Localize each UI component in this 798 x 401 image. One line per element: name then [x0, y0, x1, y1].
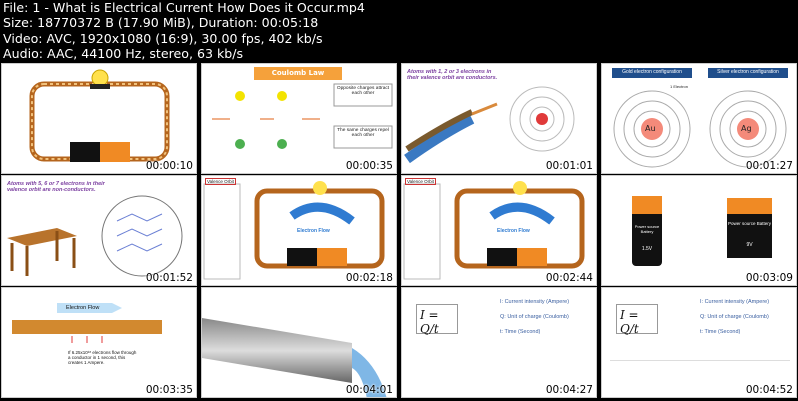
non-conductor-caption: Atoms with 5, 6 or 7 electrons in their …: [7, 181, 105, 193]
file-info-header: File: 1 - What is Electrical Current How…: [3, 0, 798, 62]
timestamp: 00:02:18: [345, 272, 393, 284]
thumbnail-grid: 00:00:10 Coulomb Law Opposite charges at…: [1, 63, 797, 399]
battery-1-label: Power source Battery: [634, 224, 660, 234]
same-charges-note: The same charges repel each other: [337, 128, 389, 138]
thumbnail-12[interactable]: I = Q/t I: Current intensity (Ampere) Q:…: [601, 287, 797, 398]
valence-orbit-tag: Valence Orbit: [205, 178, 236, 185]
thumbnail-10[interactable]: 00:04:01: [201, 287, 397, 398]
gold-symbol: Au: [645, 124, 656, 133]
batteries-illustration: [632, 196, 772, 266]
silver-symbol: Ag: [741, 124, 752, 133]
worked-equation: [610, 360, 790, 361]
file-name: File: 1 - What is Electrical Current How…: [3, 0, 365, 15]
one-electron-label: 1 Electron: [670, 84, 689, 89]
legend-charge: Q: Unit of charge (Coulomb): [500, 314, 569, 320]
electron-flow-illustration: [203, 181, 385, 280]
electron-flow-label: Electron Flow: [66, 305, 100, 311]
timestamp: 00:04:52: [745, 384, 793, 396]
ampere-note: If 6.25x10¹⁸ electrons flow through a co…: [68, 350, 137, 365]
thumbnail-1[interactable]: 00:00:10: [1, 63, 197, 174]
thumbnail-5[interactable]: Atoms with 5, 6 or 7 electrons in their …: [1, 175, 197, 286]
file-size-duration: Size: 18770372 B (17.90 MiB), Duration: …: [3, 15, 319, 31]
timestamp: 00:01:27: [745, 160, 793, 172]
timestamp: 00:03:35: [145, 384, 193, 396]
legend-current: I: Current intensity (Ampere): [500, 299, 570, 305]
conductor-flow-illustration: [12, 303, 162, 343]
thumbnail-9[interactable]: Electron Flow If 6.25x10¹⁸ electrons flo…: [1, 287, 197, 398]
thumbnail-8[interactable]: Power source Battery 1.5V Power source B…: [601, 175, 797, 286]
opposite-charges-note: Opposite charges attract each other: [336, 86, 390, 96]
audio-info: Audio: AAC, 44100 Hz, stereo, 63 kb/s: [3, 46, 244, 62]
thumbnail-11[interactable]: I = Q/t I: Current intensity (Ampere) Q:…: [401, 287, 597, 398]
current-formula: I = Q/t: [416, 304, 458, 336]
thumbnail-4[interactable]: Gold electron configuration Silver elect…: [601, 63, 797, 174]
electron-flow-label: Electron Flow: [497, 228, 530, 234]
timestamp: 00:03:09: [745, 272, 793, 284]
gold-config-title: Gold electron configuration: [622, 69, 682, 75]
electron-flow-label: Electron Flow: [297, 228, 330, 234]
thumbnail-3[interactable]: Atoms with 1, 2 or 3 electrons in their …: [401, 63, 597, 174]
timestamp: 00:00:10: [145, 160, 193, 172]
legend-charge: Q: Unit of charge (Coulomb): [700, 314, 769, 320]
electron-config-illustration: [612, 68, 788, 168]
timestamp: 00:01:01: [545, 160, 593, 172]
video-info: Video: AVC, 1920x1080 (16:9), 30.00 fps,…: [3, 30, 323, 46]
current-formula: I = Q/t: [616, 304, 658, 336]
circuit-illustration: [29, 69, 170, 162]
wire-atom-illustration: [404, 86, 575, 164]
timestamp: 00:01:52: [145, 272, 193, 284]
legend-time: t: Time (Second): [500, 329, 541, 335]
coulomb-title: Coulomb Law: [271, 69, 325, 77]
electron-flow-illustration-2: [403, 181, 585, 280]
legend-time: t: Time (Second): [700, 329, 741, 335]
battery-2-label: Power source Battery: [727, 221, 772, 226]
timestamp: 00:04:01: [345, 384, 393, 396]
legend-current: I: Current intensity (Ampere): [700, 299, 770, 305]
cable-illustration: [202, 318, 387, 397]
timestamp: 00:00:35: [345, 160, 393, 172]
thumbnail-7[interactable]: Valence Orbit Electron Flow 00:02:44: [401, 175, 597, 286]
thumbnail-6[interactable]: Valence Orbit Electron Flow 00:02:18: [201, 175, 397, 286]
silver-config-title: Silver electron configuration: [717, 69, 779, 75]
conductor-caption: Atoms with 1, 2 or 3 electrons in their …: [407, 69, 498, 81]
battery-1-voltage: 1.5V: [641, 246, 653, 252]
timestamp: 00:02:44: [545, 272, 593, 284]
valence-orbit-tag: Valence Orbit: [405, 178, 436, 185]
battery-2-voltage: 9V: [746, 242, 753, 248]
coulomb-illustration: [212, 67, 393, 149]
timestamp: 00:04:27: [545, 384, 593, 396]
thumbnail-2[interactable]: Coulomb Law Opposite charges attract eac…: [201, 63, 397, 174]
table-lattice-illustration: [7, 195, 183, 277]
